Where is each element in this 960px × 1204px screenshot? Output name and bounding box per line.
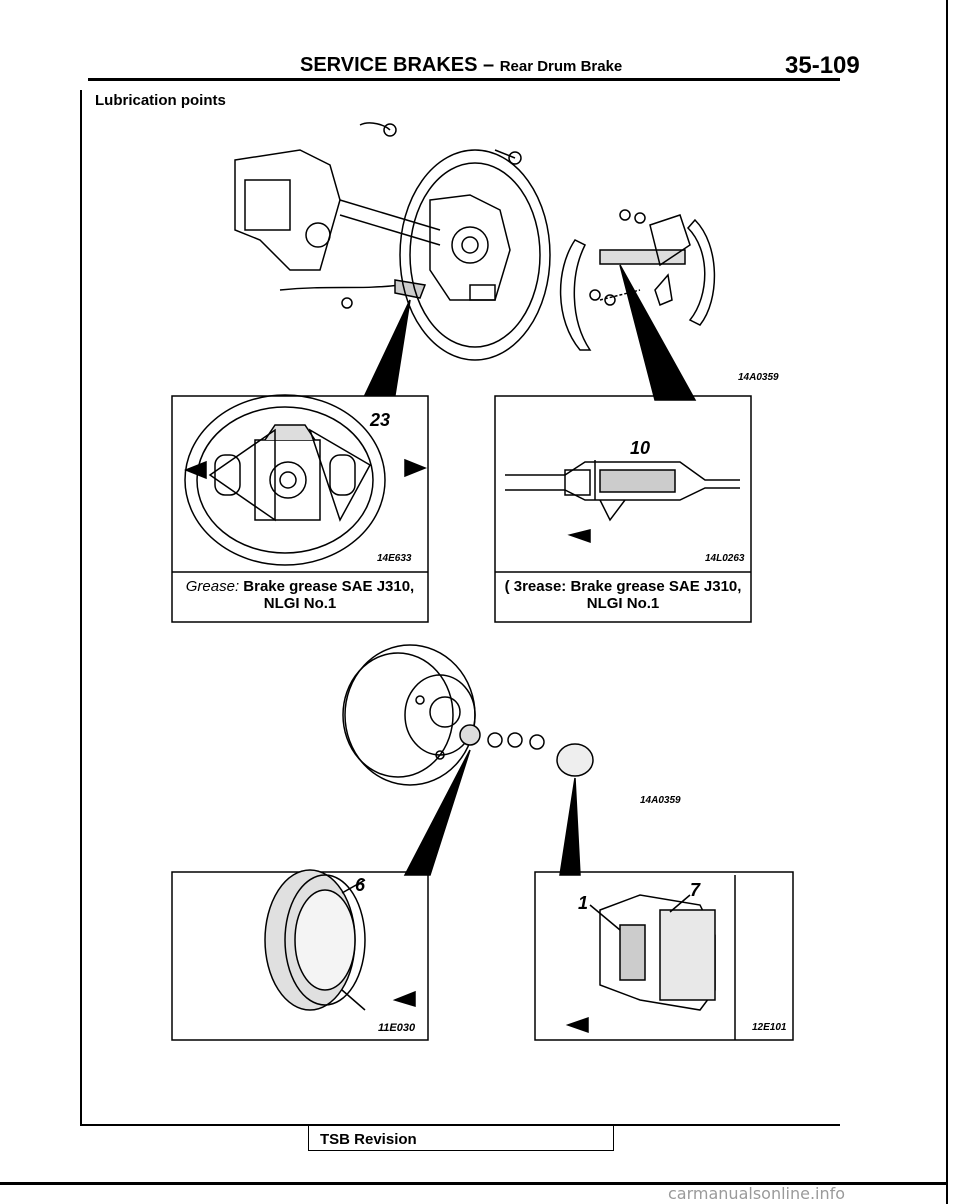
- title-main: SERVICE BRAKES: [300, 54, 478, 76]
- detail-box-hub: [534, 871, 794, 1041]
- caption-line2: NLGI No.1: [586, 595, 660, 612]
- connector-wedge-left: [363, 299, 411, 396]
- figure-code-backing-plate: 14E633: [377, 553, 412, 564]
- figure-code-assembly: 14A0359: [738, 372, 779, 383]
- brake-drum-drawing: [342, 644, 594, 786]
- caption-line1: Brake grease SAE J310,: [570, 578, 742, 595]
- caption-line2: NLGI No.1: [263, 595, 337, 612]
- figure-code-strut: 14L0263: [705, 553, 745, 564]
- caption-grease-prefix: ( 3rease:: [504, 578, 567, 595]
- backing-plate-drawing: [399, 149, 551, 361]
- tsb-revision-label: TSB Revision: [320, 1131, 417, 1148]
- callout-23: 23: [370, 410, 391, 430]
- tsb-revision-box: [308, 1126, 614, 1151]
- callout-10: 10: [630, 438, 651, 458]
- figure-code-bearing: 11E030: [378, 1022, 416, 1034]
- right-margin-line: [946, 0, 948, 1204]
- callout-7: 7: [690, 880, 701, 900]
- bottom-rule: [0, 1182, 946, 1185]
- figure-code-drum: 14A0359: [640, 795, 681, 806]
- left-margin-line: [80, 90, 82, 1125]
- title-separator: –: [483, 54, 495, 76]
- hub-detail-drawing: [589, 875, 736, 1040]
- header-rule: [88, 78, 840, 81]
- footer-rule: [80, 1124, 840, 1126]
- brake-shoes-drawing: [559, 209, 716, 351]
- connector-wedge-drum: [403, 749, 471, 876]
- backing-plate-detail-drawing: [184, 394, 386, 566]
- title-sub: Rear Drum Brake: [499, 58, 623, 75]
- connector-wedge-right: [619, 264, 697, 401]
- page-title: SERVICE BRAKES – Rear Drum Brake: [300, 54, 622, 77]
- caption-line1: Brake grease SAE J310,: [243, 578, 415, 595]
- strut-detail-drawing: [505, 460, 740, 522]
- caption-grease-prefix: Grease:: [185, 578, 240, 595]
- figure-code-hub: 12E101: [752, 1022, 787, 1033]
- connector-wedge-cap: [559, 777, 581, 876]
- watermark: carmanualsonline.info: [668, 1184, 846, 1203]
- caption-backing-plate: Grease: Brake grease SAE J310, NLGI No.1: [174, 578, 426, 612]
- callout-6: 6: [355, 875, 366, 895]
- grease-gun-icon: [183, 458, 591, 1034]
- detail-box-strut: [494, 395, 752, 623]
- callout-1: 1: [578, 893, 589, 913]
- page-number: 35-109: [785, 52, 860, 79]
- bearing-detail-drawing: [264, 869, 366, 1011]
- caption-strut: ( 3rease: Brake grease SAE J310, NLGI No…: [497, 578, 749, 612]
- section-title: Lubrication points: [95, 92, 226, 109]
